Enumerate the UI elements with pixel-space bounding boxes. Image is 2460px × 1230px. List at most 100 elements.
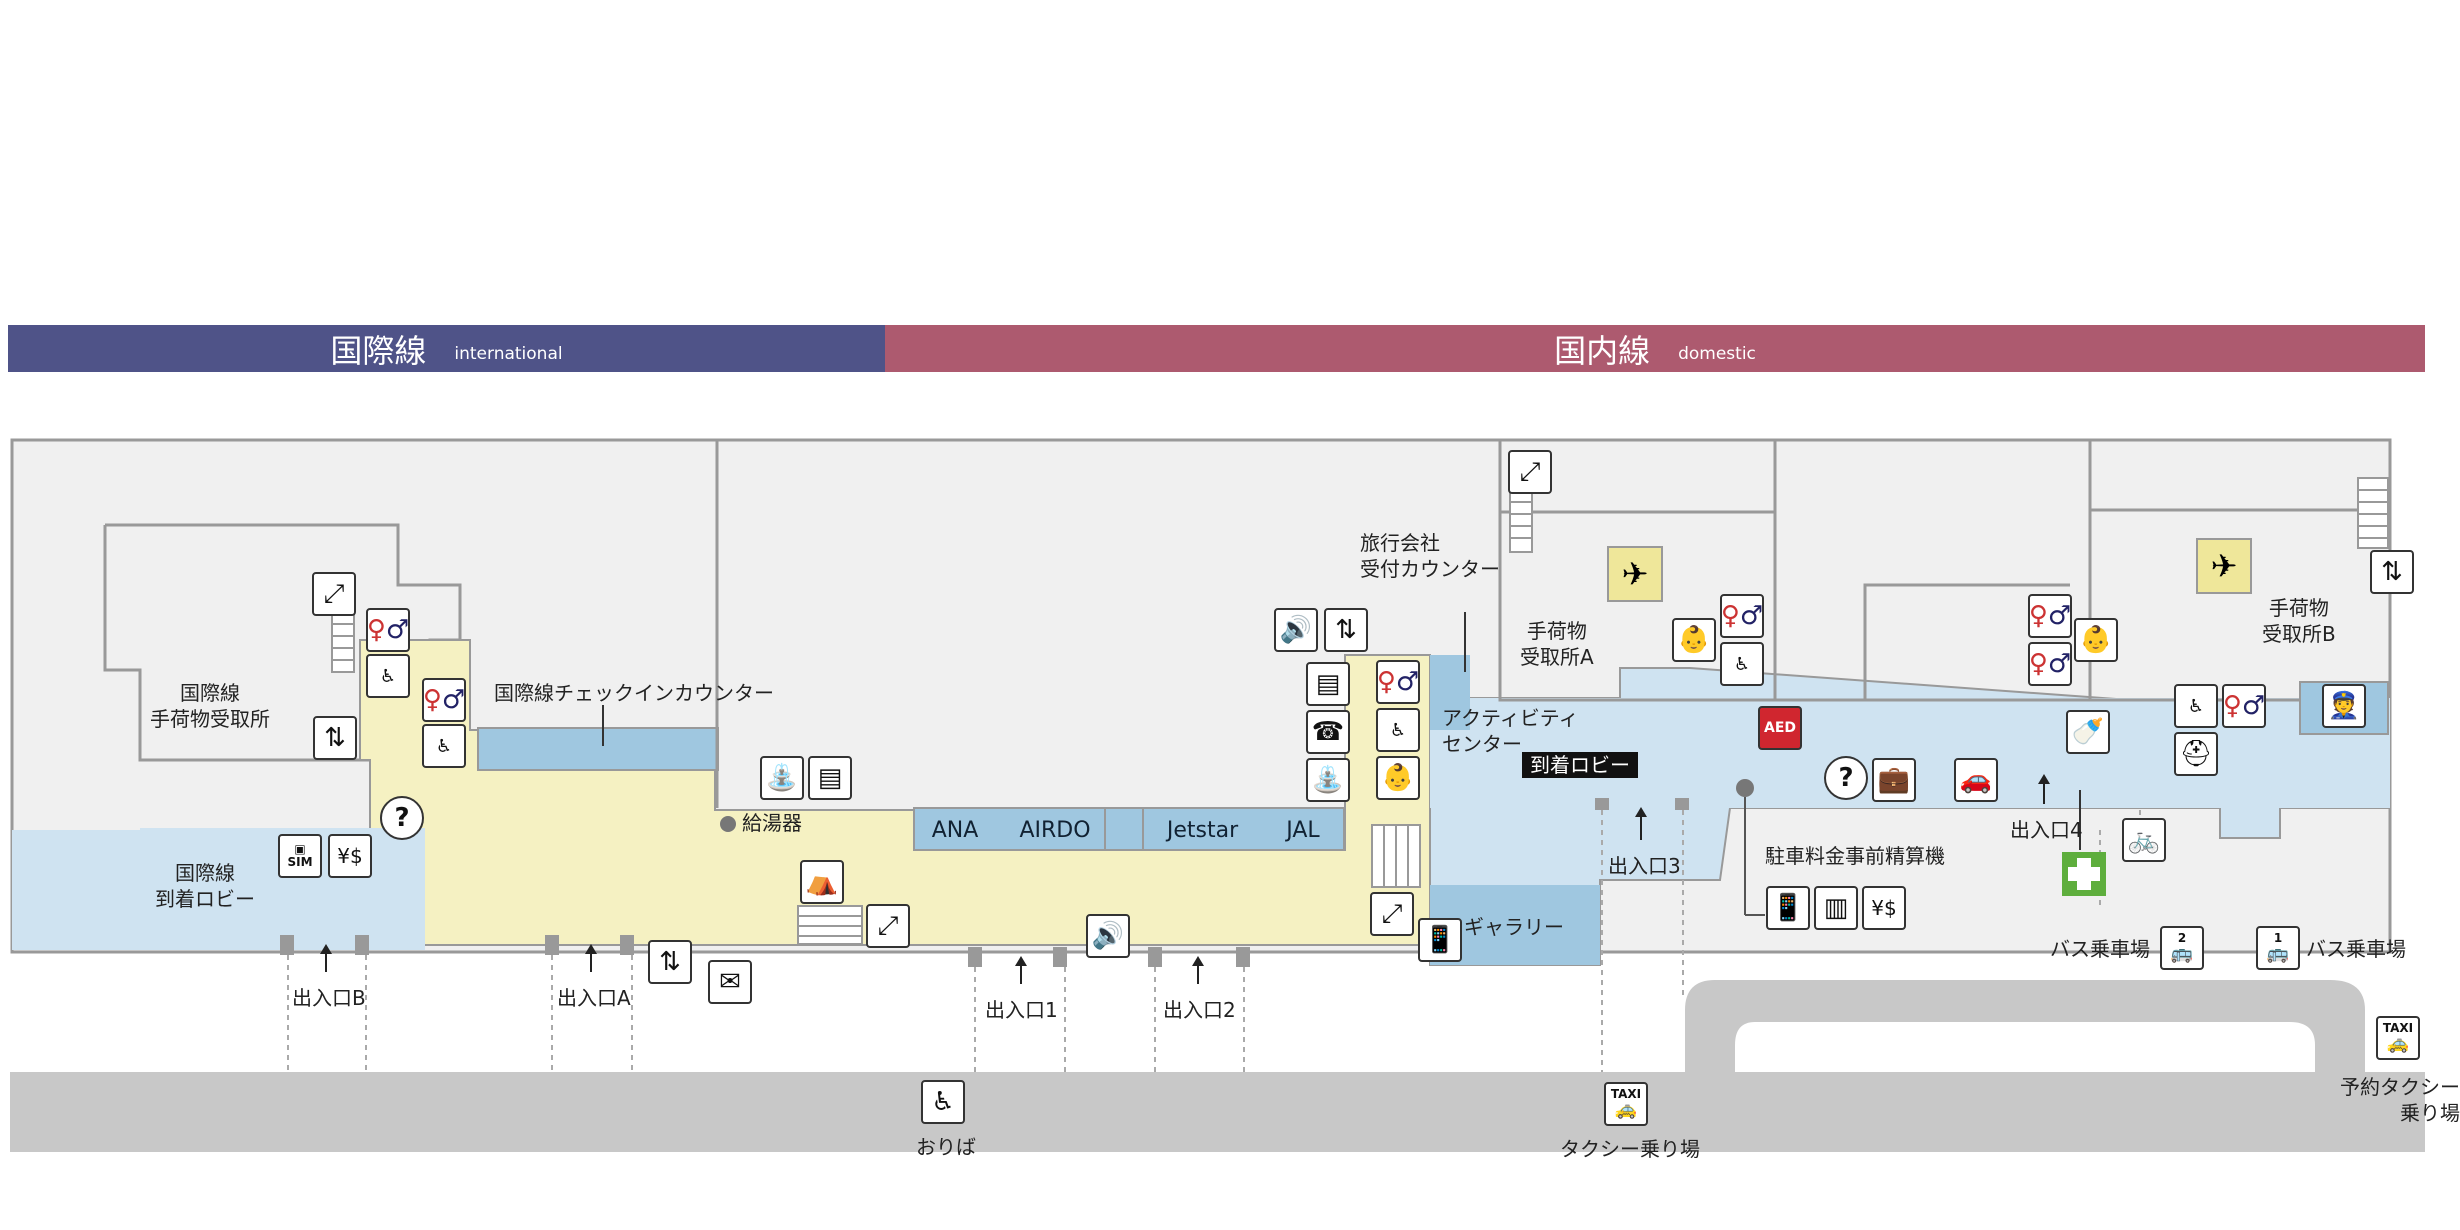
restroom-icon: ♀♂ — [366, 608, 410, 652]
accessible-restroom-icon-5: ♿ — [2174, 684, 2218, 728]
parking-ticket-icon: ▥ — [1814, 886, 1858, 930]
parking-payment-icon: ¥$ — [1862, 886, 1906, 930]
arrow-b — [325, 952, 327, 972]
parking-pay-dot — [1736, 779, 1754, 797]
counter-ana: ANA — [931, 817, 979, 843]
entrance-b: 出入口B — [292, 986, 366, 1010]
baggage-a-label: 手荷物 受取所A — [1520, 619, 1594, 669]
entrance-2: 出入口2 — [1163, 998, 1236, 1022]
baggage-a-arrival-icon: ✈ — [1607, 546, 1663, 602]
travel-agency-label: 旅行会社 受付カウンター — [1360, 531, 1500, 581]
parking-pay-label: 駐車料金事前精算機 — [1765, 844, 1945, 868]
nursing-room-icon: 🍼 — [2066, 710, 2110, 754]
hot-water-dot — [720, 816, 736, 832]
escalator-icon-2: ⤢ — [866, 904, 910, 948]
counter-airdo: AIRDO — [1019, 817, 1091, 843]
baggage-b-label: 手荷物 受取所B — [2262, 596, 2336, 646]
speaker-icon-2: 🔊 — [1274, 608, 1318, 652]
arrowhead-2 — [1192, 956, 1204, 966]
taxi-stand-icon-text: TAXI — [1610, 1087, 1642, 1102]
reserved-taxi-label: 予約タクシー 乗り場 — [2340, 1075, 2460, 1125]
phone-icon: ☎ — [1306, 710, 1350, 754]
restroom-icon-5: ♀♂ — [2028, 594, 2072, 638]
entrance-1: 出入口1 — [985, 998, 1058, 1022]
bus-stop-2-label: バス乗車場 — [2050, 937, 2150, 961]
drinking-fountain-icon: ⛲ — [760, 756, 804, 800]
aed-icon: AED — [1758, 706, 1802, 750]
parking-terminal-icon: 📱 — [1766, 886, 1810, 930]
entrance-dashes — [287, 810, 2141, 1072]
bus-stop-1-icon: 1🚌 — [2256, 926, 2300, 970]
stairs-baggage-a — [1509, 489, 1533, 553]
arrowhead-4 — [2038, 774, 2050, 784]
activity-area — [1430, 655, 1470, 730]
activity-center-label: アクティビティ センター — [1442, 706, 1579, 756]
accessible-restroom-icon: ♿ — [366, 654, 410, 698]
elevator-icon-3: ⇅ — [1324, 608, 1368, 652]
stairs-intl — [331, 611, 355, 673]
arrowhead-3 — [1635, 807, 1647, 817]
intl-checkin-counter — [477, 727, 719, 771]
baby-changing-icon-3: 👶 — [2074, 618, 2118, 662]
speaker-icon: 🔊 — [1086, 914, 1130, 958]
first-aid-room-icon: ⛑ — [2174, 732, 2218, 776]
stairs-baggage-b — [2357, 477, 2389, 549]
locker-icon: ▤ — [808, 756, 852, 800]
intl-arrival-lobby-left — [12, 890, 142, 950]
elevator-icon-4: ⇅ — [2370, 550, 2414, 594]
locker-icon-2: ▤ — [1306, 662, 1350, 706]
drinking-fountain-icon-2: ⛲ — [1306, 758, 1350, 802]
gallery-label: ギャラリー — [1464, 915, 1564, 939]
arrival-lobby-label: 到着ロビー — [1522, 752, 1638, 778]
counter-jal: JAL — [1286, 817, 1320, 843]
escalator-icon: ⤢ — [312, 572, 356, 616]
domestic-subtitle: domestic — [1678, 343, 1756, 364]
bus-stop-2-number: 2 — [2177, 931, 2187, 946]
information-icon-2: ? — [1824, 756, 1868, 800]
entrance-a: 出入口A — [557, 986, 631, 1010]
reserved-taxi-icon: TAXI🚕 — [2376, 1016, 2420, 1060]
first-aid-cross-h — [2068, 867, 2100, 881]
header-international: 国際線 international — [8, 325, 885, 372]
accessible-restroom-icon-3: ♿ — [1376, 708, 1420, 752]
baggage-b-arrival-icon: ✈ — [2196, 538, 2252, 594]
bus-stop-1-number: 1 — [2273, 931, 2283, 946]
arrowhead-a — [585, 944, 597, 954]
taxi-loop-road — [1685, 980, 2365, 1072]
mobile-charging-icon: 📱 — [1418, 918, 1462, 962]
entrance-3: 出入口3 — [1608, 854, 1681, 878]
mail-icon: ✉ — [708, 960, 752, 1004]
bicycle-parking-icon: 🚲 — [2122, 818, 2166, 862]
elevator-icon: ⇅ — [313, 716, 357, 760]
baggage-service-icon: 💼 — [1872, 758, 1916, 802]
security-guard-icon: 👮 — [2322, 684, 2366, 728]
restroom-icon-7: ♀♂ — [2222, 684, 2266, 728]
entrance-4: 出入口4 — [2010, 818, 2083, 842]
rent-a-car-icon: 🚗 — [1954, 758, 1998, 802]
hot-water-label: 給湯器 — [742, 811, 802, 835]
stairs-domestic — [1371, 824, 1421, 888]
restroom-icon-6: ♀♂ — [2028, 642, 2072, 686]
accessible-restroom-icon-2: ♿ — [422, 724, 466, 768]
intl-arrival-label: 国際線 到着ロビー — [155, 861, 255, 911]
escalator-icon-3: ⤢ — [1370, 892, 1414, 936]
stairs-mid — [797, 905, 863, 945]
international-subtitle: international — [454, 343, 563, 364]
international-title: 国際線 — [330, 331, 427, 370]
elevator-icon-2: ⇅ — [648, 940, 692, 984]
baby-changing-icon-2: 👶 — [1672, 618, 1716, 662]
taxi-stand-icon: TAXI🚕 — [1604, 1082, 1648, 1126]
counter-jetstar: Jetstar — [1166, 817, 1239, 843]
road — [10, 1072, 2425, 1152]
taxi-stand-label: タクシー乗り場 — [1560, 1137, 1700, 1161]
dropoff-label: おりば — [916, 1135, 976, 1159]
intl-checkin-label: 国際線チェックインカウンター — [494, 681, 774, 705]
baby-changing-icon: 👶 — [1376, 756, 1420, 800]
arrowhead-b — [320, 944, 332, 954]
arrow-1 — [1020, 964, 1022, 984]
wheelchair-icon: ♿ — [921, 1080, 965, 1124]
entrance-gates — [280, 798, 1689, 967]
bus-stop-2-icon: 2🚌 — [2160, 926, 2204, 970]
restroom-icon-4: ♀♂ — [1720, 594, 1764, 638]
